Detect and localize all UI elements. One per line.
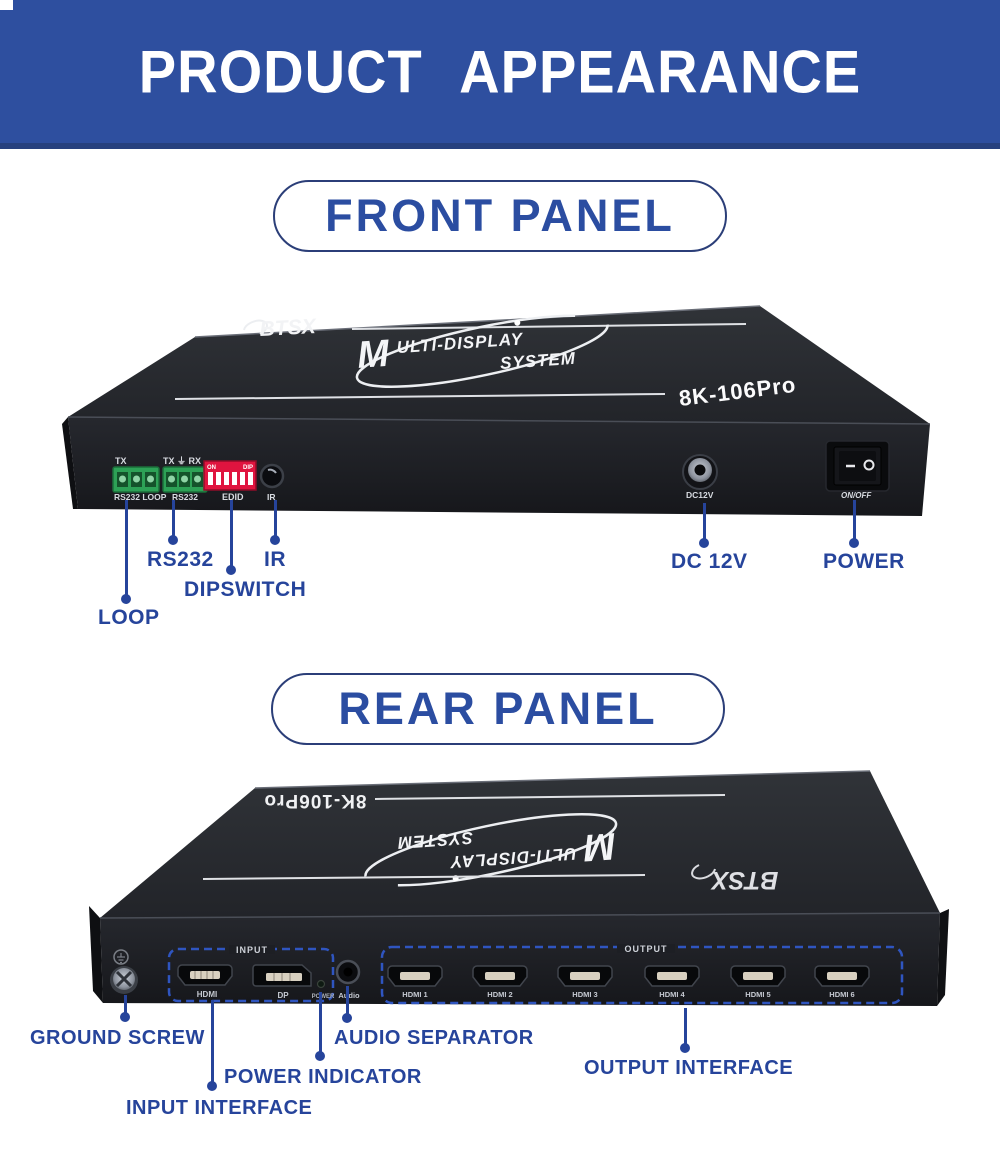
dipswitch-callout-label: DIPSWITCH: [184, 578, 307, 601]
output-callout-dot: [680, 1043, 690, 1053]
output-callout-label: OUTPUT INTERFACE: [584, 1057, 794, 1079]
dipswitch-callout-line: [230, 500, 233, 570]
power-switch: [825, 440, 890, 492]
hdmi-output-3: [557, 965, 613, 987]
rear-right-edge: [937, 909, 949, 1006]
audio-callout-dot: [342, 1013, 352, 1023]
power-callout-label: POWER: [823, 550, 905, 573]
dc12v-callout-dot: [699, 538, 709, 548]
hdmi-out-3-label: HDMI 3: [572, 990, 597, 999]
hdmi-output-1: [387, 965, 443, 987]
ir-callout-line: [274, 500, 277, 540]
svg-text:M: M: [356, 333, 392, 377]
page-title: PRODUCT APPEARANCE: [138, 37, 862, 106]
hdmi-output-4: [644, 965, 700, 987]
rs232-loop-label: RS232 LOOP: [114, 492, 167, 502]
dc12v-label: DC12V: [686, 490, 714, 500]
tx-label: TX: [115, 456, 127, 466]
rear-left-edge: [89, 906, 103, 1003]
front-left-edge: [62, 417, 78, 509]
rear-top-face: [100, 771, 940, 918]
input-callout-dot: [207, 1081, 217, 1091]
rear-brand-logo: BTSX: [710, 866, 778, 894]
hdmi-output-2: [472, 965, 528, 987]
rs232-loop-terminal: [112, 466, 160, 493]
power-led-label: POWER: [312, 994, 335, 1000]
rear-panel-label: REAR PANEL: [338, 683, 658, 734]
hdmi-out-4-label: HDMI 4: [659, 990, 685, 999]
input-callout-label: INPUT INTERFACE: [126, 1097, 313, 1119]
dipswitch-callout-dot: [226, 565, 236, 575]
rs232-terminal: [162, 466, 208, 493]
power-callout-line: [853, 500, 856, 543]
front-panel-label: FRONT PANEL: [325, 190, 675, 241]
corner-notch: [0, 0, 13, 10]
power-callout-dot: [849, 538, 859, 548]
loop-callout-label: LOOP: [98, 606, 160, 629]
ir-callout-label: IR: [264, 548, 286, 571]
audio-jack: [335, 959, 361, 985]
front-top-face: [68, 306, 930, 424]
audio-callout-line: [346, 986, 349, 1018]
hdmi-out-5-label: HDMI 5: [745, 990, 770, 999]
ground-callout-label: GROUND SCREW: [30, 1027, 205, 1049]
brand-logo: BTSX: [259, 315, 318, 341]
rs232-callout-dot: [168, 535, 178, 545]
hdmi-out-6-label: HDMI 6: [829, 990, 854, 999]
dc12v-callout-label: DC 12V: [671, 550, 748, 573]
svg-text:M: M: [581, 824, 617, 868]
rear-panel-heading: REAR PANEL: [271, 673, 725, 745]
ir-receiver: [259, 463, 285, 489]
hdmi-output-6: [814, 965, 870, 987]
hdmi-input-port: [177, 964, 233, 986]
rs232-callout-label: RS232: [147, 548, 214, 571]
audio-label: Audio: [338, 991, 360, 1000]
hdmi-out-2-label: HDMI 2: [487, 990, 512, 999]
dc12v-callout-line: [703, 503, 706, 543]
power-indicator-callout-line: [319, 992, 322, 1056]
rs232-callout-line: [172, 500, 175, 540]
dp-input-port: [252, 964, 312, 987]
power-indicator-callout-dot: [315, 1051, 325, 1061]
hdmi-in-label: HDMI: [197, 990, 217, 999]
output-callout-line: [684, 1008, 687, 1048]
brand-swirl-icon: [243, 319, 268, 335]
rear-face: [100, 913, 940, 1006]
ground-callout-dot: [120, 1012, 130, 1022]
loop-callout-line: [125, 500, 128, 598]
ground-callout-line: [124, 995, 127, 1017]
ir-port-label: IR: [267, 492, 276, 502]
svg-text:ON: ON: [207, 465, 216, 471]
dip-switch: ON DIP: [203, 460, 257, 491]
hdmi-output-5: [730, 965, 786, 987]
input-callout-line: [211, 1000, 214, 1086]
hdmi-out-1-label: HDMI 1: [402, 990, 427, 999]
edid-label: EDID: [222, 492, 244, 502]
audio-callout-label: AUDIO SEPARATOR: [334, 1027, 534, 1049]
rear-brand-swirl-icon: [691, 864, 716, 880]
header-banner: PRODUCT APPEARANCE: [0, 0, 1000, 149]
rear-model-number: 8K-106Pro: [264, 790, 367, 811]
front-panel-heading: FRONT PANEL: [273, 180, 727, 252]
ground-screw: [110, 966, 138, 994]
dc-jack: [682, 454, 718, 490]
output-group-label: OUTPUT: [625, 944, 668, 954]
dp-label: DP: [277, 991, 289, 1000]
onoff-label: ON/OFF: [841, 491, 872, 500]
input-group-label: INPUT: [236, 945, 268, 955]
power-led: [316, 979, 326, 989]
ground-symbol-icon: [113, 949, 129, 965]
power-indicator-callout-label: POWER INDICATOR: [224, 1066, 422, 1088]
svg-text:DIP: DIP: [243, 465, 253, 471]
loop-callout-dot: [121, 594, 131, 604]
txrx-label: TX ⏚ RX: [163, 456, 201, 466]
ir-callout-dot: [270, 535, 280, 545]
front-device-photo: BTSX M ULTI-DISPLAY SYSTEM 8K-106Pro TX …: [62, 305, 931, 516]
rear-device-photo: 8K-106Pro M ULTI-DISPLAY SYSTEM BTSX INP…: [89, 770, 949, 1006]
front-face: [68, 417, 930, 516]
rs232-port-label: RS232: [172, 492, 198, 502]
